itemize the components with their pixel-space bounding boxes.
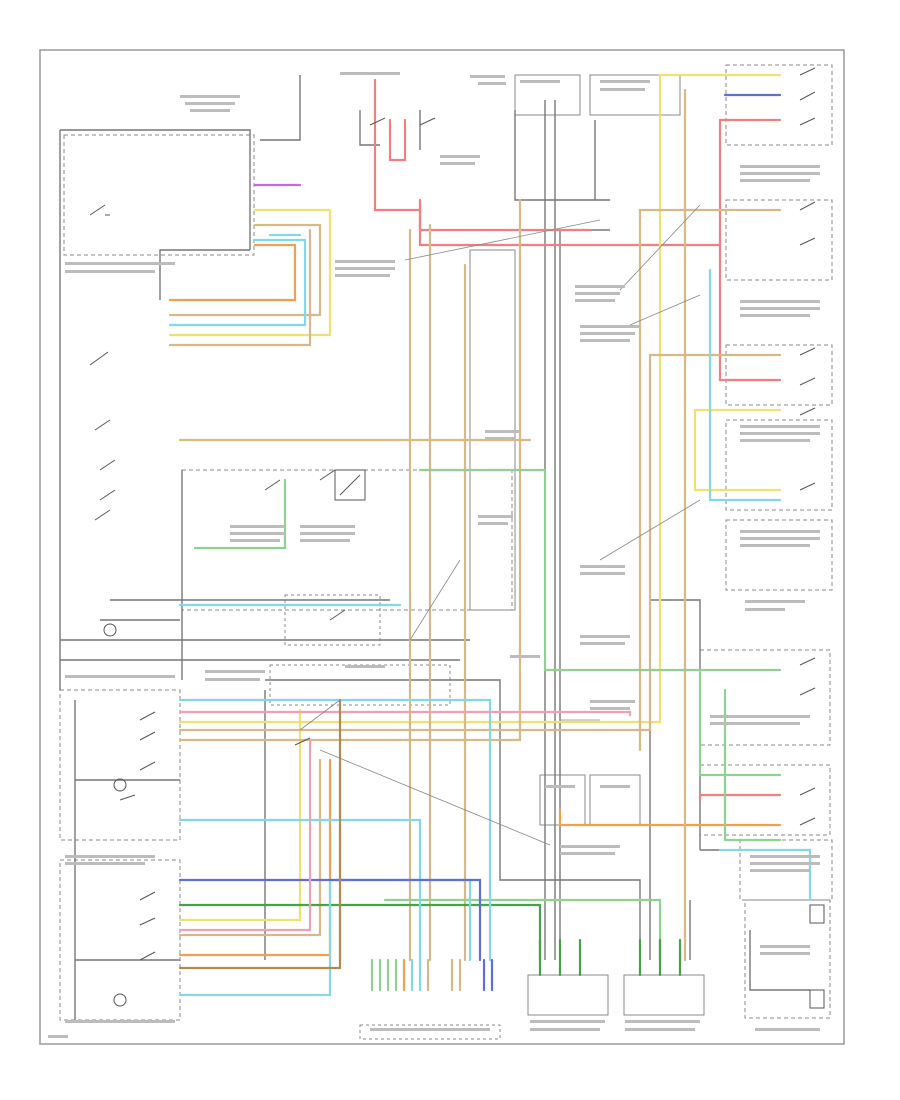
colored-wires bbox=[168, 73, 812, 997]
ground-and-power-wires bbox=[59, 75, 810, 1020]
component-outlines bbox=[59, 64, 833, 1040]
illegible-label-marks bbox=[48, 72, 820, 1038]
switch-symbols bbox=[89, 67, 825, 1009]
leader-lines bbox=[299, 204, 701, 846]
diagram-frame bbox=[39, 49, 845, 1045]
